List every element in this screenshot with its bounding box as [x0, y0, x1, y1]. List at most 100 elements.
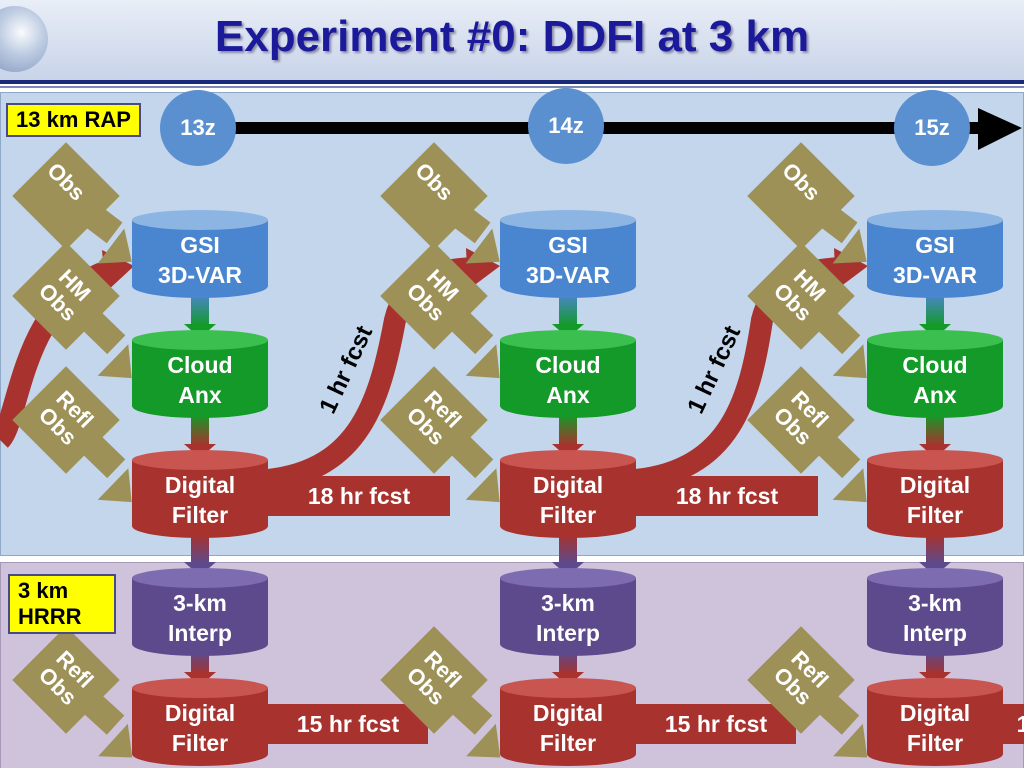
filter3km-label-line: Filter	[539, 730, 597, 756]
flow-arrow-0-2	[191, 534, 209, 564]
hrrr-forecast-box: 15 hr fcst	[268, 704, 428, 744]
flow-arrow-0-0	[191, 294, 209, 326]
time-circle: 15z	[894, 90, 970, 166]
filter-label-line: Filter	[906, 502, 964, 528]
flow-arrow-2-3	[926, 652, 944, 674]
cloud-label-line: Anx	[178, 382, 222, 408]
filter3km-label-line: Digital	[164, 700, 236, 726]
cloud-label-line: Anx	[546, 382, 590, 408]
filter3km-label-line: Digital	[899, 700, 971, 726]
interp-label-line: Interp	[903, 620, 967, 646]
filter3km-label-line: Filter	[171, 730, 229, 756]
gsi-label-line: 3D-VAR	[158, 262, 242, 288]
cycle-fcst-arrow-0-head	[102, 250, 134, 292]
hrrr-forecast-box: 1	[1003, 704, 1024, 744]
filter-cylinder-body	[867, 460, 1003, 538]
flow-arrow-2-2	[926, 534, 944, 564]
filter-cylinder-top	[500, 450, 636, 470]
gsi-cylinder: GSI 3D-VAR	[132, 210, 268, 298]
filter3km-cylinder-top	[867, 678, 1003, 698]
hrrr-label-line2: HRRR	[18, 604, 82, 629]
gsi-cylinder-body	[132, 220, 268, 298]
filter-label-line: Digital	[532, 472, 604, 498]
filter-label-line: Digital	[899, 472, 971, 498]
interp-label-line: Interp	[536, 620, 600, 646]
flow-arrow-0-1	[191, 414, 209, 446]
filter3km-cylinder-top	[132, 678, 268, 698]
gsi-cylinder-label: GSI 3D-VAR	[867, 230, 1003, 290]
filter3km-cylinder-top	[500, 678, 636, 698]
gsi-cylinder-top	[132, 210, 268, 230]
filter-cylinder-body	[500, 460, 636, 538]
hrrr-forecast-box: 15 hr fcst	[636, 704, 796, 744]
filter-cylinder-body	[132, 460, 268, 538]
gsi-cylinder-top	[867, 210, 1003, 230]
interp-cylinder-top	[132, 568, 268, 588]
gsi-label-line: GSI	[180, 232, 220, 258]
cloud-label-line: Cloud	[902, 352, 968, 378]
filter-label-line: Filter	[539, 502, 597, 528]
flow-arrow-0-3	[191, 652, 209, 674]
cloud-cylinder-top	[867, 330, 1003, 350]
interp-label-line: 3-km	[908, 590, 962, 616]
gsi-cylinder-top	[500, 210, 636, 230]
filter-label-line: Filter	[171, 502, 229, 528]
interp-cylinder-top	[500, 568, 636, 588]
interp-cylinder-body	[500, 578, 636, 656]
gsi-label-line: 3D-VAR	[893, 262, 977, 288]
time-circle: 13z	[160, 90, 236, 166]
time-circle: 14z	[528, 88, 604, 164]
interp-cylinder-body	[867, 578, 1003, 656]
flow-arrow-1-2	[559, 534, 577, 564]
flow-arrow-1-0	[559, 294, 577, 326]
interp-cylinder-body	[132, 578, 268, 656]
gsi-cylinder-body	[500, 220, 636, 298]
filter-label-line: Digital	[164, 472, 236, 498]
gsi-label-line: GSI	[915, 232, 955, 258]
gsi-cylinder: GSI 3D-VAR	[867, 210, 1003, 298]
cloud-cylinder-top	[132, 330, 268, 350]
rap-forecast-box: 18 hr fcst	[636, 476, 818, 516]
cloud-cylinder-body	[867, 340, 1003, 418]
flow-arrow-1-3	[559, 652, 577, 674]
cycle-fcst-arrow-1-head	[466, 248, 500, 290]
time-axis-arrowhead	[978, 108, 1022, 150]
cloud-cylinder-body	[132, 340, 268, 418]
interp-label-line: Interp	[168, 620, 232, 646]
flow-arrow-2-1	[926, 414, 944, 446]
header-bar: Experiment #0: DDFI at 3 km	[0, 0, 1024, 82]
gsi-cylinder-body	[867, 220, 1003, 298]
header-divider	[0, 80, 1024, 84]
hrrr-label: 3 km HRRR	[8, 574, 116, 634]
cloud-label-line: Cloud	[535, 352, 601, 378]
flow-arrow-1-1	[559, 414, 577, 446]
header-divider-thin	[0, 86, 1024, 88]
rap-label: 13 km RAP	[6, 103, 141, 137]
interp-label-line: 3-km	[541, 590, 595, 616]
filter3km-label-line: Digital	[532, 700, 604, 726]
